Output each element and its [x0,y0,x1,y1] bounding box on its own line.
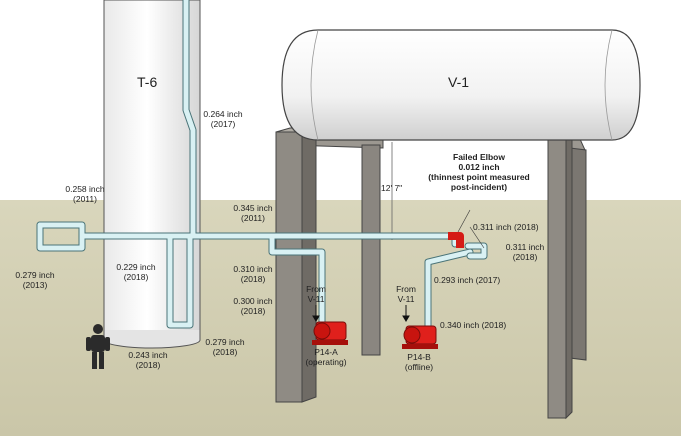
reading-label: 0.293 inch (2017) [434,275,500,285]
source-vessel: V-11 [397,294,415,304]
reading-label: 0.311 inch (2018) [498,242,552,262]
drum-v1 [281,29,641,141]
reading-value: 0.243 inch [128,350,168,360]
reading-value: 0.310 inch [233,264,273,274]
pump-p14b [402,325,438,349]
reading-label: 0.264 inch (2017) [196,109,250,129]
reading-label: 0.311 inch (2018) [473,222,539,232]
pump-a-source: From V-11 [300,284,332,304]
reading-value: 0.258 inch [65,184,105,194]
reading-year: (2011) [73,194,97,204]
failed-elbow-note: (thinnest point measured [428,172,530,182]
reading-year: (2017) [210,119,236,129]
reading-label: 0.340 inch (2018) [440,320,506,330]
reading-value: 0.279 inch [15,270,55,280]
pump-a-label: P14-A (operating) [302,347,350,367]
pump-b-source: From V-11 [390,284,422,304]
reading-label: 0.310 inch (2018) [226,264,280,284]
source-label: From [396,284,416,294]
failed-elbow-title: Failed Elbow [453,152,505,162]
failed-elbow-note-2: post-incident) [450,182,508,192]
reading-label: 0.243 inch (2018) [121,350,175,370]
reading-value: 0.340 inch (2018) [440,320,507,330]
reading-value: 0.293 inch (2017) [434,275,501,285]
reading-year: (2018) [240,274,266,284]
reading-value: 0.279 inch [205,337,245,347]
pump-p14a [312,321,348,345]
failed-elbow-marker [448,232,464,248]
worker-figure [86,324,110,369]
pump-status: (operating) [305,357,347,367]
reading-value: 0.264 inch [203,109,243,119]
pump-status: (offline) [404,362,434,372]
failed-elbow-annotation: Failed Elbow 0.012 inch (thinnest point … [420,152,538,192]
reading-year: (2018) [212,347,238,357]
drum-label: V-1 [448,74,470,90]
reading-value: 0.345 inch [233,203,273,213]
reading-year: (2018) [240,306,266,316]
reading-year: (2018) [135,360,161,370]
reading-label: 0.345 inch (2011) [226,203,280,223]
source-vessel: V-11 [307,294,325,304]
pump-b-label: P14-B (offline) [395,352,443,372]
tower-label: T-6 [137,74,158,90]
reading-label: 0.279 inch (2013) [8,270,62,290]
leader-lines [457,209,485,249]
pump-name: P14-A [314,347,338,357]
reading-label: 0.279 inch (2018) [198,337,252,357]
failed-elbow-value: 0.012 inch [458,162,500,172]
reading-value: 0.311 inch (2018) [473,222,539,232]
reading-year: (2011) [241,213,265,223]
pump-name: P14-B [407,352,431,362]
reading-value: 0.311 inch [505,242,545,252]
tower-t6 [103,0,201,349]
support-frame-left [275,127,384,403]
reading-label: 0.229 inch (2018) [109,262,163,282]
reading-value: 0.300 inch [233,296,273,306]
reading-year: (2018) [512,252,538,262]
dimension-label: 12' 7" [381,183,403,193]
reading-year: (2013) [22,280,48,290]
source-label: From [306,284,326,294]
reading-label: 0.300 inch (2018) [226,296,280,316]
reading-year: (2018) [123,272,149,282]
reading-label: 0.258 inch (2011) [58,184,112,204]
flow-arrows [312,305,410,322]
reading-value: 0.229 inch [116,262,156,272]
